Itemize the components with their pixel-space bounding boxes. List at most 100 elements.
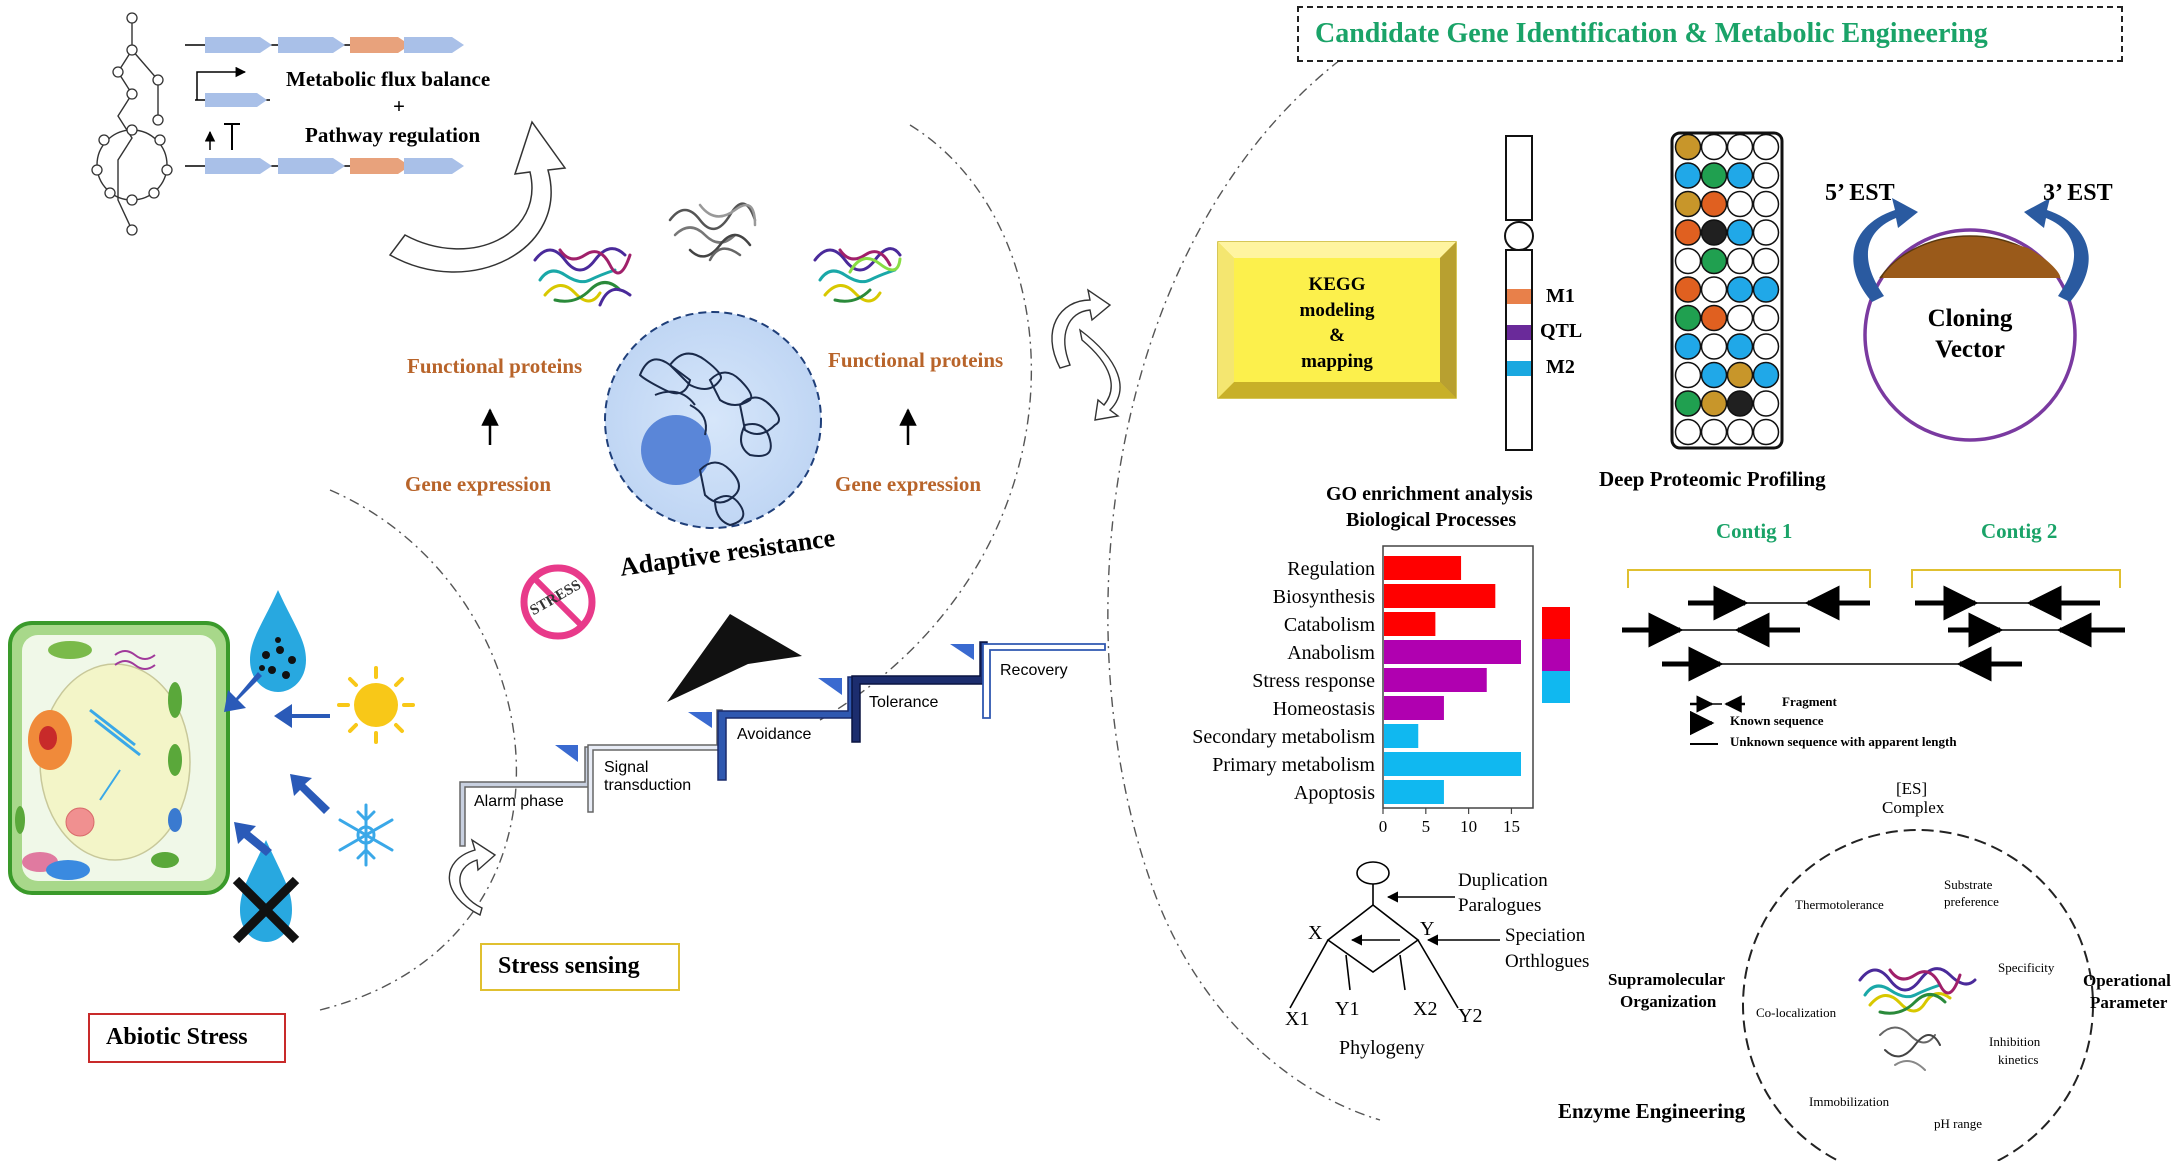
- legend-fragment: Fragment: [1782, 694, 1837, 709]
- go-bar: [1384, 640, 1521, 664]
- step-recovery: Recovery: [1000, 662, 1068, 679]
- protein-structure-right: [813, 247, 902, 303]
- gene-expression-left-label: Gene expression: [405, 472, 552, 496]
- go-category-label: Anabolism: [1287, 642, 1375, 664]
- cell-nucleus: [604, 311, 822, 529]
- supramolecular-line2: Organization: [1620, 992, 1717, 1011]
- marker-m2-label: M2: [1546, 356, 1575, 378]
- paralogues-label: Paralogues: [1458, 895, 1542, 916]
- flux-balance-label: Metabolic flux balance: [286, 67, 491, 91]
- protein-spot: [1752, 361, 1780, 389]
- protein-spot: [1726, 247, 1754, 275]
- gene-expression-right-label: Gene expression: [835, 472, 982, 496]
- go-bar: [1384, 584, 1496, 608]
- protein-spot: [1726, 219, 1754, 246]
- protein-spot: [1700, 304, 1728, 332]
- pathway-nodes: [91, 12, 173, 236]
- go-x-tick-label: 0: [1379, 817, 1388, 836]
- protein-spot: [1700, 361, 1728, 389]
- go-title-line1: GO enrichment analysis: [1326, 483, 1533, 505]
- contig-2-label: Contig 2: [1981, 519, 2058, 543]
- protein-spot: [1726, 361, 1754, 389]
- protein-spot: [1726, 276, 1754, 303]
- proteomic-grid: [1670, 131, 1784, 450]
- go-category-label: Stress response: [1252, 670, 1375, 692]
- staircase: [459, 641, 1106, 847]
- stress-sensing-box: Stress sensing: [480, 943, 680, 991]
- go-legend-swatch: [1542, 607, 1570, 639]
- kegg-label: KEGG modeling & mapping: [1299, 274, 1375, 372]
- lower-arc: [319, 489, 517, 1011]
- go-enrichment-chart: RegulationBiosynthesisCatabolismAnabolis…: [1192, 545, 1570, 836]
- marker-m1-band: [1507, 289, 1531, 304]
- contig-assembly: [1622, 569, 2125, 745]
- kegg-box: [1217, 241, 1457, 399]
- protein-spot: [1674, 333, 1702, 360]
- toxic-droplet-icon: [250, 590, 306, 692]
- operational-line2: Parameter: [2090, 993, 2168, 1012]
- marker-qtl-label: QTL: [1540, 320, 1583, 342]
- stress-direction-arrows: [224, 672, 330, 856]
- protein-spot: [1674, 418, 1702, 446]
- protein-spot: [1674, 304, 1702, 332]
- upward-chevron-arrow: [667, 614, 802, 702]
- protein-spot: [1752, 162, 1780, 189]
- marker-m2-band: [1507, 361, 1531, 376]
- go-x-tick-label: 15: [1503, 817, 1520, 836]
- protein-spot: [1674, 190, 1702, 218]
- protein-spot: [1674, 390, 1702, 417]
- protein-spot: [1674, 219, 1702, 246]
- contig-1-label: Contig 1: [1716, 519, 1793, 543]
- go-category-label: Homeostasis: [1273, 698, 1375, 720]
- go-x-tick-label: 10: [1460, 817, 1477, 836]
- speciation-label: Speciation: [1505, 925, 1586, 946]
- orthologues-label: Orthlogues: [1505, 951, 1590, 972]
- est-3-label: 3’ EST: [2043, 180, 2113, 206]
- cloning-vector-diagram: [1853, 198, 2089, 442]
- go-category-label: Catabolism: [1284, 614, 1376, 636]
- protein-spot: [1752, 304, 1780, 332]
- candidate-gene-title: Candidate Gene Identification & Metaboli…: [1297, 6, 2123, 62]
- thermotolerance-label: Thermotolerance: [1795, 897, 1884, 912]
- go-title-line2: Biological Processes: [1346, 509, 1517, 531]
- protein-spot: [1674, 276, 1702, 303]
- est-5-label: 5’ EST: [1825, 180, 1895, 206]
- snowflake-icon: [338, 803, 394, 867]
- leaf-x2-label: X2: [1413, 998, 1438, 1020]
- substrate-line2: preference: [1944, 894, 1999, 909]
- phylogeny-tree: [1289, 861, 1500, 1009]
- go-category-label: Apoptosis: [1294, 782, 1375, 804]
- colocalization-label: Co-localization: [1756, 1005, 1837, 1020]
- protein-spot: [1700, 190, 1728, 218]
- protein-structure-top: [668, 202, 757, 262]
- protein-spot: [1700, 162, 1728, 189]
- protein-spot: [1674, 247, 1702, 275]
- protein-spot: [1726, 418, 1754, 446]
- go-plot-frame: [1382, 545, 1534, 809]
- right-arc: [1107, 59, 1381, 1121]
- expression-arrows: [481, 408, 917, 445]
- go-category-label: Primary metabolism: [1212, 754, 1375, 776]
- legend-known-sequence: Known sequence: [1730, 713, 1824, 728]
- step-avoidance: Avoidance: [737, 726, 812, 743]
- step-alarm-phase: Alarm phase: [474, 793, 564, 810]
- go-legend-swatch: [1542, 671, 1570, 703]
- plus-sign: +: [393, 94, 405, 118]
- go-bar: [1384, 780, 1444, 804]
- protein-spot: [1752, 190, 1780, 218]
- protein-spot: [1726, 333, 1754, 360]
- connector-curved-arrows: [448, 288, 1121, 917]
- protein-spot: [1752, 418, 1780, 446]
- pathway-regulation-label: Pathway regulation: [305, 123, 481, 147]
- go-category-label: Regulation: [1287, 558, 1375, 580]
- go-bar: [1384, 556, 1462, 580]
- supramolecular-line1: Supramolecular: [1608, 970, 1726, 989]
- go-bar: [1384, 752, 1521, 776]
- protein-spot: [1674, 361, 1702, 389]
- no-stress-icon: [520, 564, 596, 640]
- drought-icon: [232, 840, 300, 944]
- functional-proteins-right-label: Functional proteins: [828, 348, 1004, 372]
- go-bar: [1384, 668, 1487, 692]
- protein-spot: [1752, 276, 1780, 303]
